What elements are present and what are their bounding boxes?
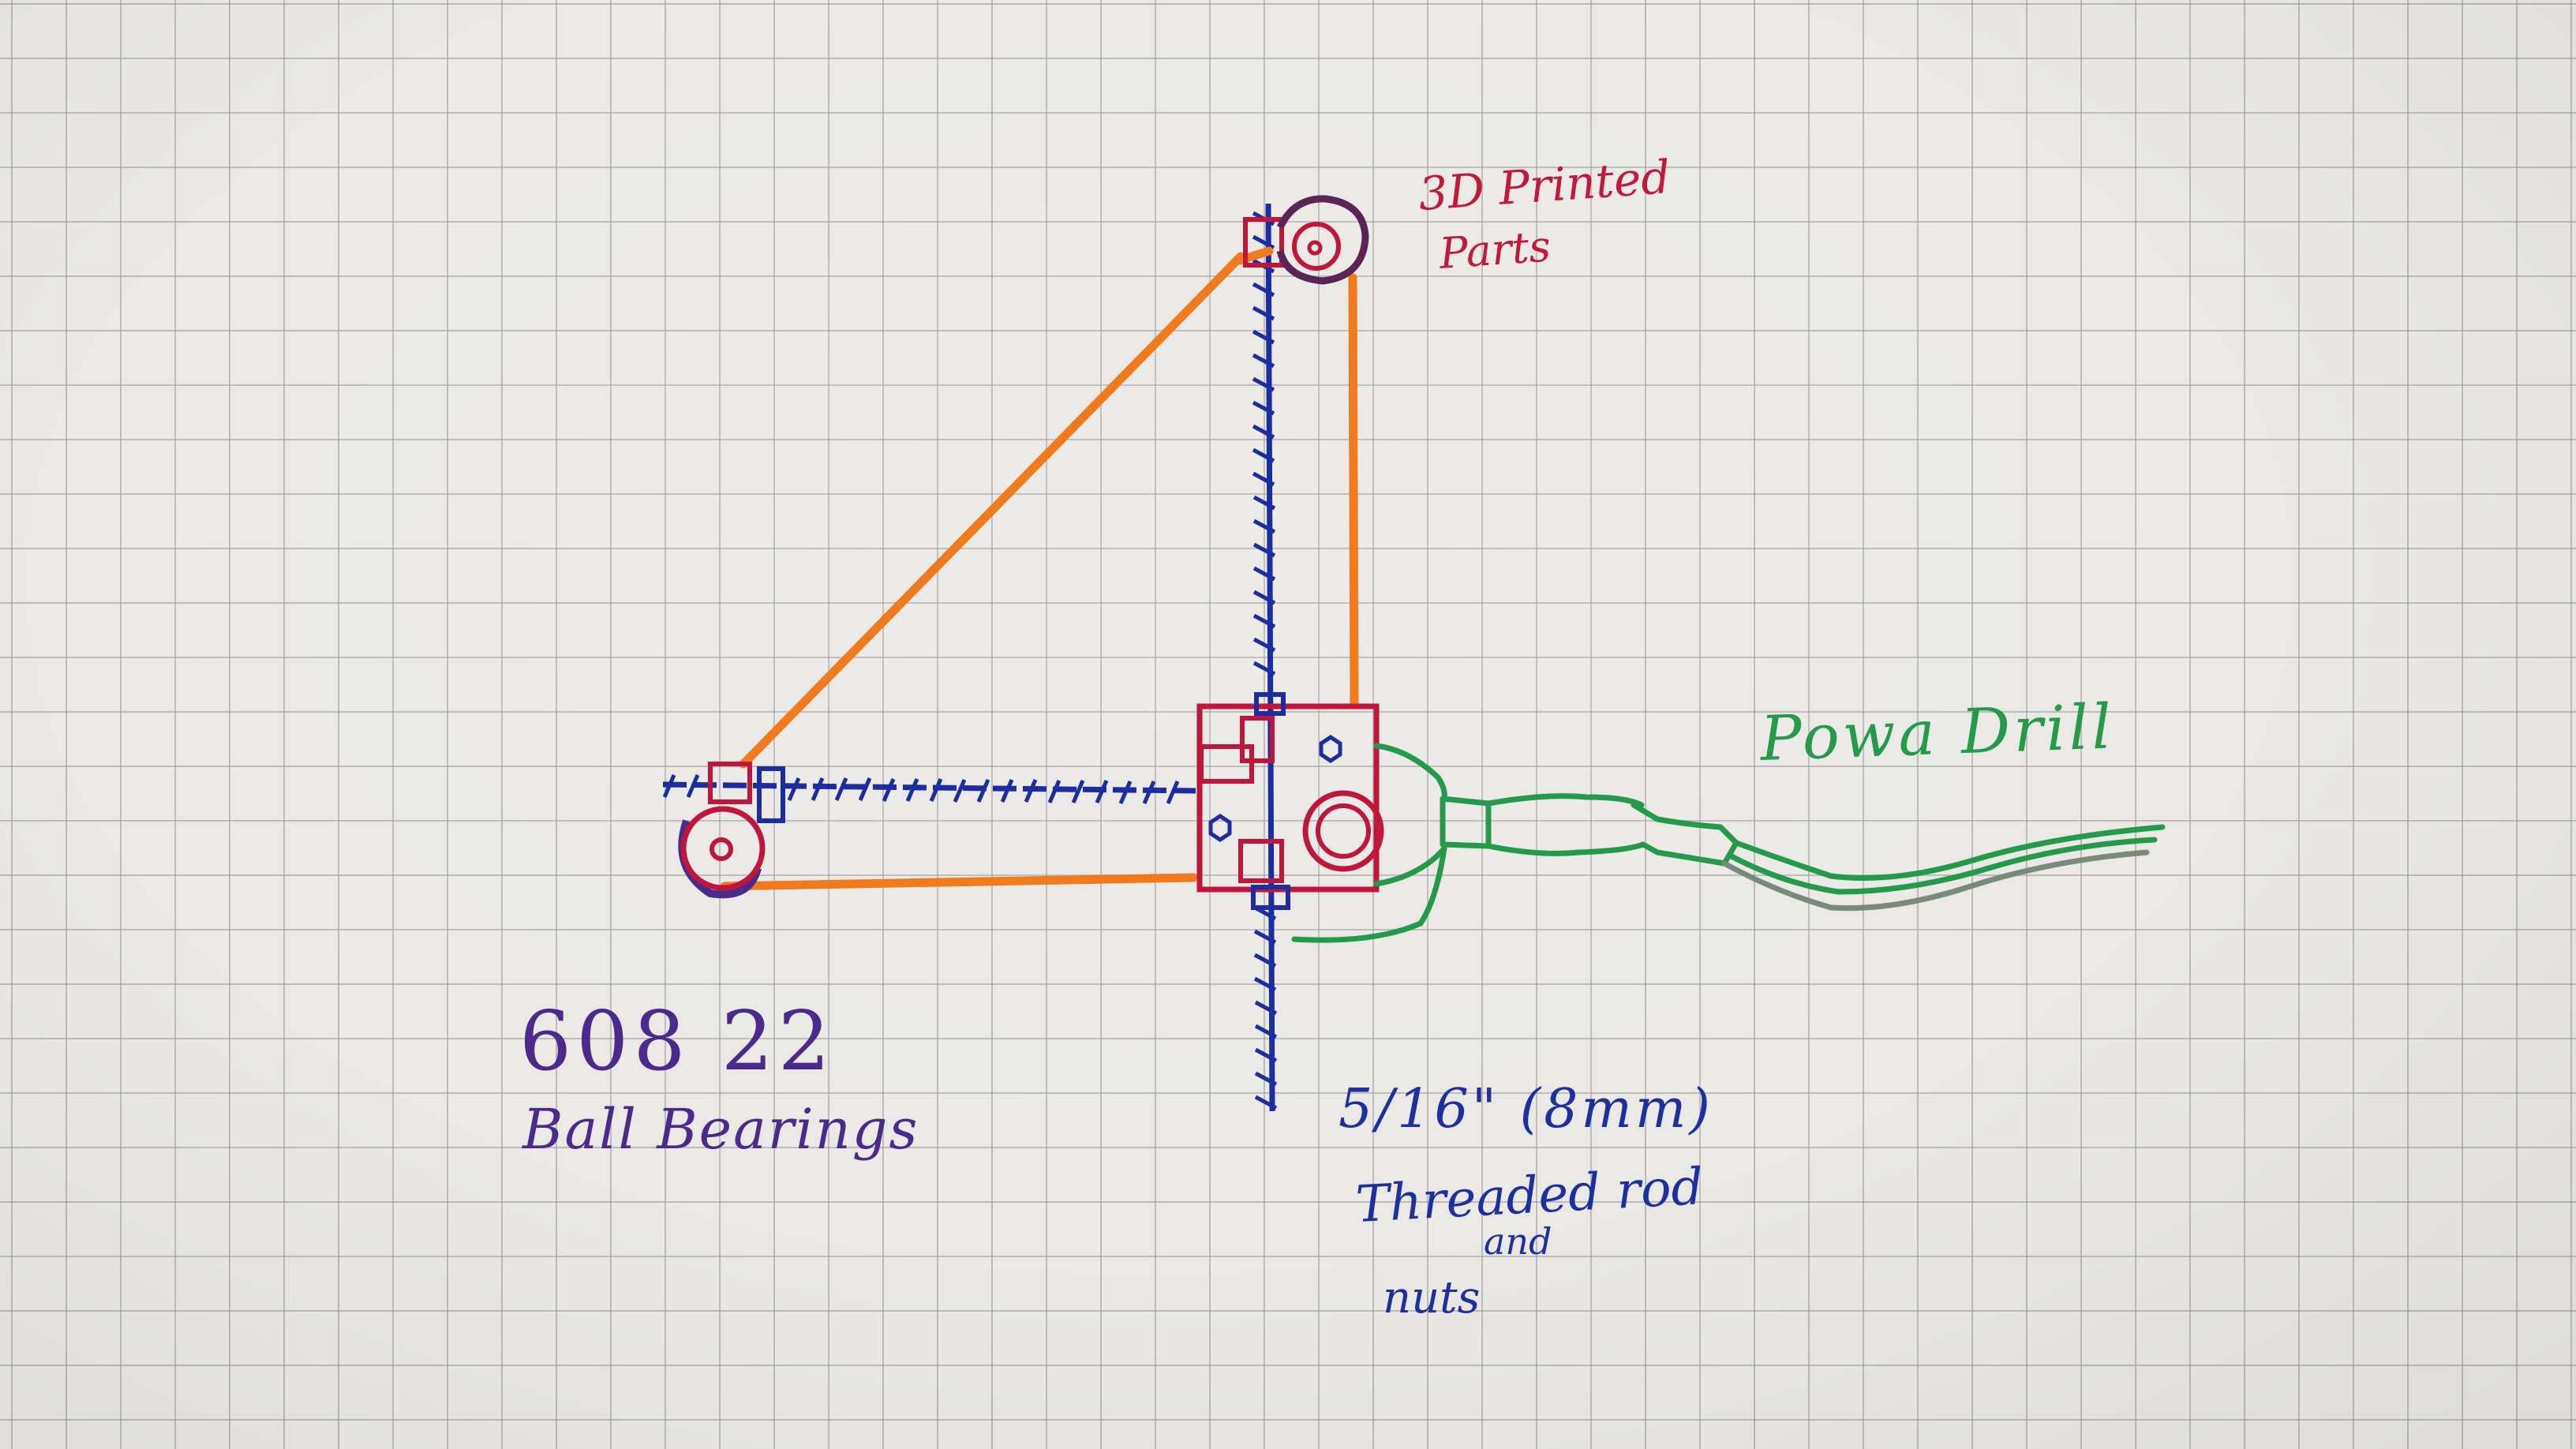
top-bearing-center [1307,240,1323,256]
hub-bearing-inner [1316,803,1371,859]
top-bearing-outer [1276,195,1369,285]
drill-chuck-top [1373,743,1447,802]
drill-body-top [1485,793,1645,808]
drill-grip [1631,802,1739,867]
horizontal-threaded-rod [662,774,1196,804]
horizontal-rod-thread-marks [662,774,1180,804]
hub-nut-top [1254,692,1286,716]
left-nut [757,766,785,823]
drill-cord-2 [1721,849,2150,912]
label-rod-desc-line3: nuts [1383,1272,1481,1324]
drill-cord-1 [1733,824,2166,881]
top-bearing-ring [1292,222,1341,271]
drill-collar [1440,796,1492,849]
left-bearing-assembly [678,762,785,899]
label-bearing-desc: Ball Bearings [522,1097,919,1162]
label-3d-printed-line2: Parts [1437,221,1552,279]
drill-chuck-bottom [1373,845,1447,887]
vertical-threaded-rod [1252,203,1278,1112]
drill-cord-3 [1727,837,2158,895]
drill-body-bottom [1291,845,1447,943]
belt-right-vertical [1348,273,1359,710]
central-hub [1196,692,1384,910]
left-bearing-ring [680,806,766,891]
hub-notch-bottom [1238,839,1284,883]
hub-bolt-top [1319,734,1342,764]
label-power-drill: Powa Drill [1758,691,2116,775]
hub-notch-top [1199,744,1254,784]
power-drill [1291,743,2166,943]
hub-nut-bottom [1251,885,1290,910]
left-bearing-center [710,837,733,861]
top-bearing-assembly [1243,195,1369,285]
hub-bearing-outer [1302,790,1384,872]
hub-body [1196,703,1380,893]
label-bearing-code: 608 22 [519,993,835,1089]
hub-notch-inner [1240,716,1275,763]
belt-bottom [720,873,1198,891]
drill-body-bottom-2 [1485,841,1646,856]
left-printed-block [708,762,752,804]
top-printed-block [1243,217,1284,268]
belt-diagonal [739,252,1245,769]
label-rod-desc-line2: and [1484,1220,1552,1263]
hub-bolt-bottom [1208,813,1232,843]
label-rod-size: 5/16" (8mm) [1339,1078,1713,1140]
